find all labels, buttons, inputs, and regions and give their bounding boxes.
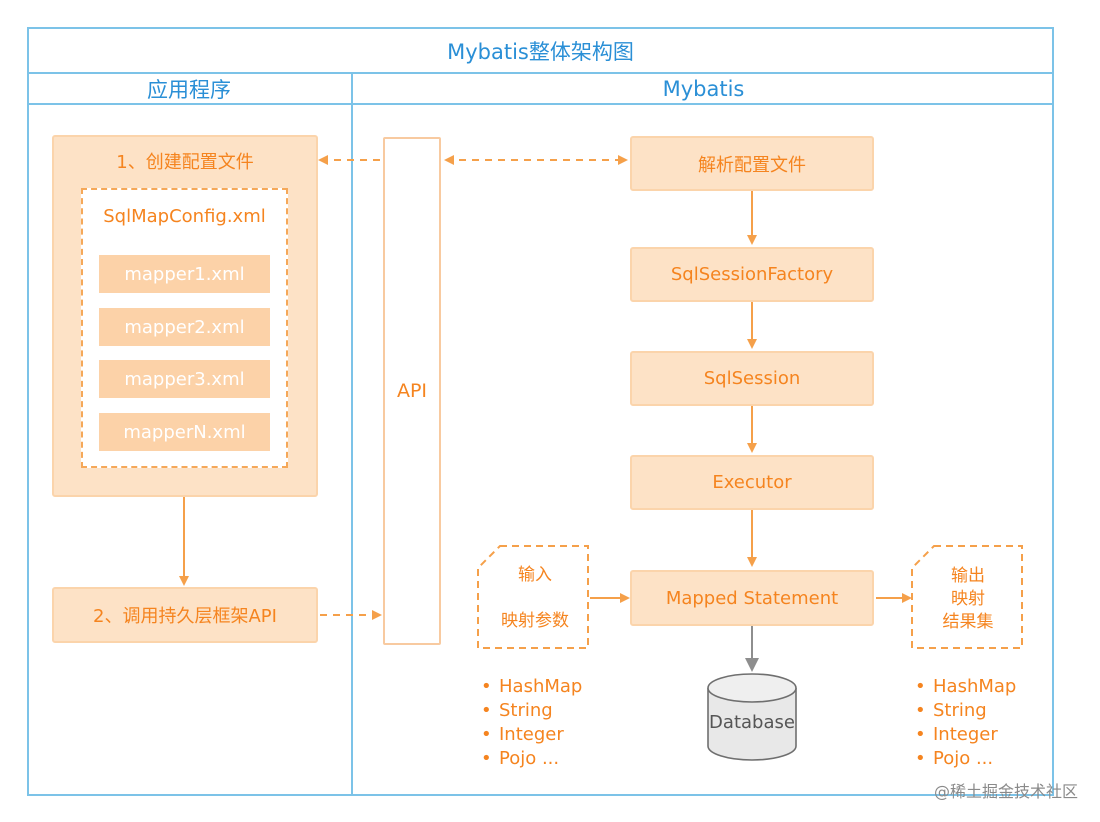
mapper-file-1: mapper1.xml (99, 255, 270, 293)
watermark-text: @稀土掘金技术社区 (933, 782, 1078, 801)
input-type-item: Integer (481, 723, 582, 747)
output-type-item: Integer (915, 723, 1016, 747)
left-column-header: 应用程序 (147, 77, 231, 102)
input-note-line-2: 映射参数 (501, 611, 569, 631)
input-type-item: String (481, 699, 582, 723)
sqlmapconfig-label: SqlMapConfig.xml (103, 206, 266, 227)
input-note-line-1: 输入 (518, 565, 552, 585)
diagram-frame (27, 27, 1054, 796)
output-note-line-2: 映射 (951, 589, 985, 609)
input-type-list: HashMap String Integer Pojo ... (481, 675, 582, 771)
input-type-item: Pojo ... (481, 747, 582, 771)
input-note-text: 输入 映射参数 (482, 563, 588, 633)
column-divider (351, 72, 353, 796)
executor-box: Executor (630, 455, 874, 510)
input-note-outline (477, 545, 589, 649)
arrowhead-database (745, 658, 759, 672)
output-type-item: Pojo ... (915, 747, 1016, 771)
sqlsession-box: SqlSession (630, 351, 874, 406)
output-type-item: HashMap (915, 675, 1016, 699)
title-divider (27, 72, 1054, 74)
database-cylinder-body (707, 688, 797, 761)
database-cylinder-top (707, 673, 797, 703)
mapper-file-3: mapper3.xml (99, 360, 270, 398)
header-divider (27, 103, 1054, 105)
mapper-file-n: mapperN.xml (99, 413, 270, 451)
api-bar: API (383, 137, 441, 645)
output-note-line-3: 结果集 (942, 612, 994, 632)
mapper-file-2: mapper2.xml (99, 308, 270, 346)
output-note-outline (911, 545, 1023, 649)
diagram-title: Mybatis整体架构图 (447, 39, 634, 64)
mapped-statement-box: Mapped Statement (630, 570, 874, 626)
output-note-text: 输出 映射 结果集 (914, 565, 1022, 634)
database-label: Database (709, 712, 795, 733)
input-type-item: HashMap (481, 675, 582, 699)
step1-label: 1、创建配置文件 (116, 152, 254, 173)
right-column-header: Mybatis (662, 76, 745, 101)
sqlsessionfactory-box: SqlSessionFactory (630, 247, 874, 302)
output-type-list: HashMap String Integer Pojo ... (915, 675, 1016, 771)
call-api-box: 2、调用持久层框架API (52, 587, 318, 643)
output-note-line-1: 输出 (951, 566, 985, 586)
output-type-item: String (915, 699, 1016, 723)
parse-config-box: 解析配置文件 (630, 136, 874, 191)
